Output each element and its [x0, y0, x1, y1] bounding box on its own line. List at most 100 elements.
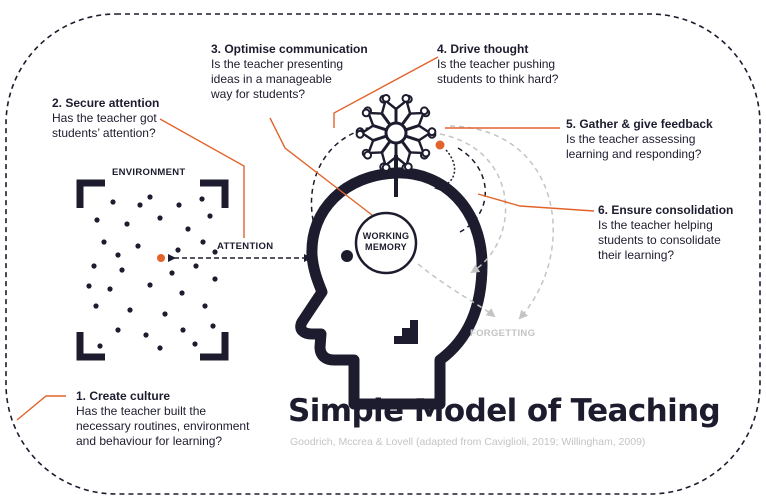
stimulus-dot — [157, 215, 163, 221]
step-title: 5. Gather & give feedback — [566, 117, 713, 131]
stimulus-dot — [101, 239, 107, 245]
neuron-node — [381, 93, 391, 103]
diagram-title: Simple Model of Teaching — [288, 393, 721, 429]
step-desc-line: students to think hard? — [437, 72, 559, 86]
dendrite — [380, 112, 392, 126]
neuron-node — [401, 93, 411, 103]
stimulus-dot — [162, 311, 168, 317]
environment-stimuli — [86, 194, 218, 351]
stimulus-dot — [147, 282, 153, 288]
stimulus-dot — [143, 332, 149, 338]
dendrite — [380, 140, 392, 154]
step-desc-line: ideas in a manageable — [211, 72, 332, 86]
stimulus-dot — [115, 252, 121, 258]
dendrite — [400, 140, 412, 154]
step-desc-line: and behaviour for learning? — [76, 434, 223, 448]
neuron-node — [421, 148, 431, 158]
neuron-core — [384, 121, 408, 145]
step-desc-line: their learning? — [598, 248, 675, 262]
step-desc-line: way for students? — [211, 87, 306, 101]
stimulus-dot — [115, 327, 121, 333]
dendrite — [400, 112, 412, 126]
forgetting-arc-outer — [449, 125, 554, 320]
step-desc-line: Has the teacher built the — [76, 404, 207, 418]
attended-stimulus — [157, 254, 165, 262]
working-memory-label: WORKING MEMORY — [356, 231, 416, 253]
eye — [341, 250, 353, 262]
step-icon — [394, 320, 418, 344]
step-title: 3. Optimise communication — [211, 42, 368, 56]
step-ensure-consolidation: 6. Ensure consolidation Is the teacher h… — [598, 203, 758, 263]
stimulus-dot — [212, 276, 218, 282]
working-memory-circle — [354, 211, 418, 275]
attention-label: ATTENTION — [217, 241, 274, 252]
dendrite — [372, 124, 387, 132]
leader-drive — [333, 56, 439, 128]
forgetting-arc-inner — [439, 133, 507, 274]
stimulus-dot — [86, 283, 92, 289]
step-desc-line: Is the teacher pushing — [437, 57, 556, 71]
feedback-loop — [434, 149, 456, 192]
stimulus-dot — [119, 267, 125, 273]
neuron-node — [363, 150, 373, 160]
stimulus-dot — [107, 286, 113, 292]
environment-label: ENVIRONMENT — [112, 167, 186, 178]
stimulus-dot — [176, 202, 182, 208]
step-gather-feedback: 5. Gather & give feedback Is the teacher… — [566, 117, 751, 162]
working-memory-line: WORKING — [362, 231, 410, 241]
stimulus-dot — [202, 303, 208, 309]
stimulus-dot — [157, 345, 163, 351]
stimulus-dot — [127, 307, 133, 313]
step-desc-line: students to consolidate — [598, 233, 721, 247]
stimulus-dot — [124, 221, 130, 227]
long-term-memory-network — [355, 93, 437, 173]
working-memory-line: MEMORY — [365, 242, 407, 252]
stimulus-dot — [212, 249, 218, 255]
stimulus-dot — [185, 226, 191, 232]
stimulus-dot — [147, 194, 153, 200]
stimulus-dot — [179, 290, 185, 296]
stimulus-dot — [97, 343, 103, 349]
step-create-culture: 1. Create culture Has the teacher built … — [76, 389, 291, 449]
leader-culture — [16, 395, 66, 421]
neuron-node — [361, 108, 371, 118]
dendrite — [372, 134, 387, 142]
environment-frame — [76, 179, 229, 361]
step-title: 4. Drive thought — [437, 42, 529, 56]
leader-lines — [16, 56, 595, 421]
stimulus-dot — [175, 247, 181, 253]
drive-thought-loop — [310, 127, 369, 239]
retrieval-loop — [457, 147, 486, 233]
step-secure-attention: 2. Secure attention Has the teacher got … — [52, 96, 232, 141]
stimulus-dot — [200, 239, 206, 245]
step-desc-line: Has the teacher got — [52, 111, 157, 125]
step-desc-line: students’ attention? — [52, 126, 156, 140]
step-desc-line: Is the teacher assessing — [566, 132, 696, 146]
step-optimise-communication: 3. Optimise communication Is the teacher… — [211, 42, 401, 102]
step-title: 2. Secure attention — [52, 96, 160, 110]
stimulus-dot — [135, 243, 141, 249]
stimulus-dot — [137, 202, 143, 208]
leader-communication — [269, 117, 373, 216]
leader-attention — [159, 118, 245, 238]
culture-boundary — [5, 13, 761, 495]
dendrite — [405, 124, 420, 132]
step-desc-line: necessary routines, environment — [76, 419, 250, 433]
stimulus-dot — [91, 263, 97, 269]
stimulus-dot — [93, 303, 99, 309]
stimulus-dot — [94, 217, 100, 223]
source-credit: Goodrich, Mccrea & Lovell (adapted from … — [290, 436, 646, 448]
dendrite — [405, 134, 420, 142]
forgetting-arrow — [417, 263, 496, 318]
step-title: 6. Ensure consolidation — [598, 203, 734, 217]
stimulus-dot — [210, 323, 216, 329]
step-drive-thought: 4. Drive thought Is the teacher pushing … — [437, 42, 607, 87]
neuron-node — [403, 162, 413, 172]
step-desc-line: Is the teacher presenting — [211, 57, 344, 71]
step-title: 1. Create culture — [76, 389, 171, 403]
head-silhouette — [295, 167, 488, 410]
neuron-node — [427, 127, 437, 137]
stimulus-dot — [192, 341, 198, 347]
neuron-node — [381, 163, 391, 173]
